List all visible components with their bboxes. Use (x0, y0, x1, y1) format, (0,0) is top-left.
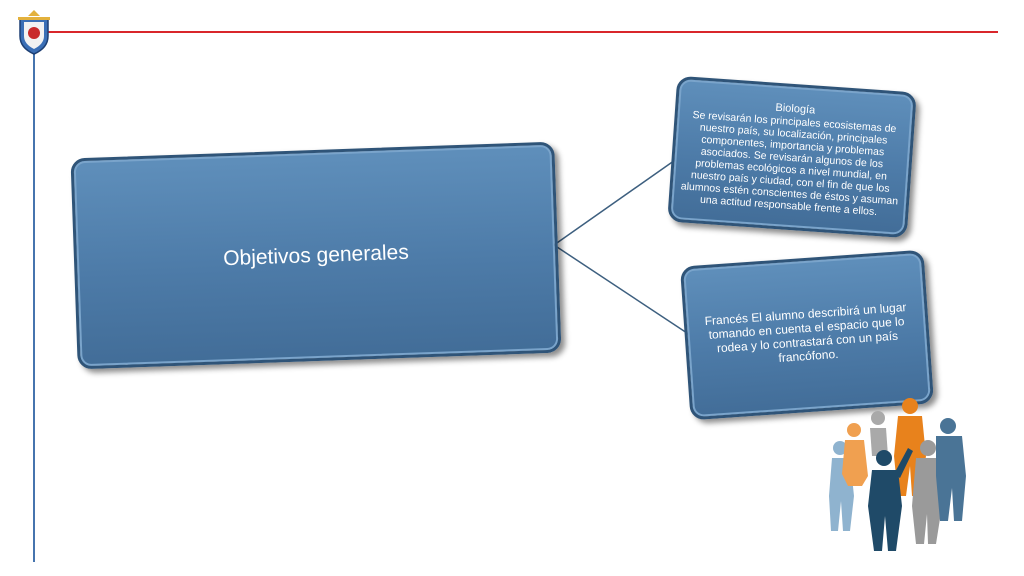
frances-box: Francés El alumno describirá un lugar to… (679, 249, 935, 421)
school-crest-icon (18, 10, 50, 55)
main-objective-box: Objetivos generales (70, 141, 562, 370)
connector-to-biologia (553, 157, 679, 246)
people-group-icon (829, 398, 966, 551)
biologia-text: Se revisarán los principales ecosistemas… (680, 108, 899, 218)
main-objective-label: Objetivos generales (222, 240, 410, 270)
header-red-line (40, 31, 998, 33)
connector-to-frances (553, 244, 691, 336)
left-blue-line (33, 48, 35, 562)
frances-text: Francés El alumno describirá un lugar to… (704, 300, 907, 366)
biologia-box: Biología Se revisarán los principales ec… (667, 75, 917, 239)
